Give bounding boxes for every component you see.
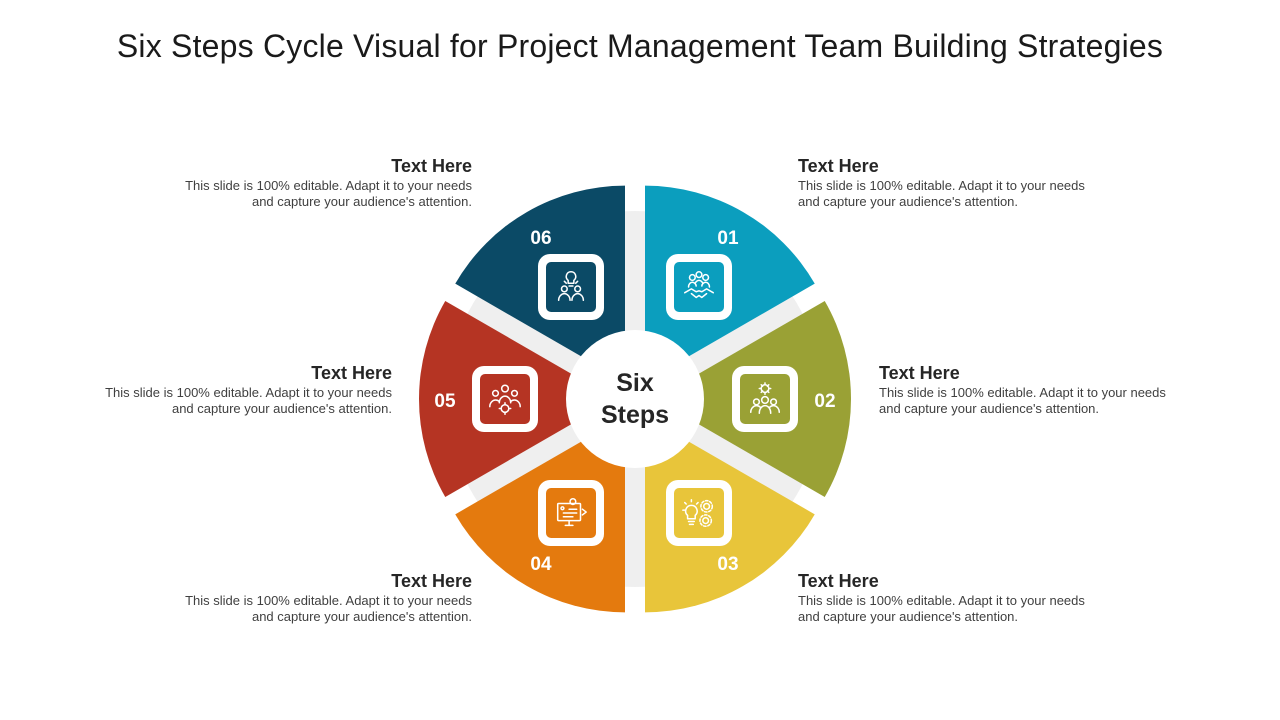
step-03-icon-box	[666, 480, 732, 546]
step-01-icon-box	[666, 254, 732, 320]
step-01-number: 01	[717, 228, 739, 249]
handshake-team-icon	[674, 262, 724, 312]
step-05-body-line1: This slide is 100% editable. Adapt it to…	[105, 385, 392, 400]
step-04-body-line1: This slide is 100% editable. Adapt it to…	[185, 593, 472, 608]
step-03-number: 03	[717, 554, 739, 575]
team-people-icon	[480, 374, 530, 424]
step-02-heading: Text Here	[879, 363, 960, 383]
step-01-body-line2: and capture your audience's attention.	[798, 194, 1019, 209]
step-01-heading: Text Here	[798, 156, 879, 176]
step-04-icon-box	[538, 480, 604, 546]
center-label-line1: Six	[616, 369, 654, 397]
step-04-number: 04	[530, 554, 552, 575]
step-03-body-line1: This slide is 100% editable. Adapt it to…	[798, 593, 1085, 608]
idea-team-icon	[546, 262, 596, 312]
step-02-icon-box	[732, 366, 798, 432]
step-02-number: 02	[814, 391, 836, 412]
step-06-heading: Text Here	[391, 156, 472, 176]
step-06-icon-box	[538, 254, 604, 320]
step-06-description: Text Here This slide is 100% editable. A…	[132, 156, 472, 210]
step-06-number: 06	[530, 228, 552, 249]
step-05-icon-box	[472, 366, 538, 432]
step-04-description: Text Here This slide is 100% editable. A…	[132, 571, 472, 625]
step-03-body-line2: and capture your audience's attention.	[798, 609, 1019, 624]
center-label: Six Steps	[566, 330, 704, 468]
step-05-number: 05	[434, 391, 456, 412]
step-02-body-line2: and capture your audience's attention.	[879, 401, 1100, 416]
idea-gears-icon	[674, 488, 724, 538]
center-circle	[566, 330, 704, 468]
step-05-body-line2: and capture your audience's attention.	[171, 401, 392, 416]
step-05-description: Text Here This slide is 100% editable. A…	[52, 363, 392, 417]
step-03-heading: Text Here	[798, 571, 879, 591]
step-01-description: Text Here This slide is 100% editable. A…	[798, 156, 1138, 210]
presentation-monitor-icon	[546, 488, 596, 538]
step-05-heading: Text Here	[311, 363, 392, 383]
team-gear-icon	[740, 374, 790, 424]
step-03-description: Text Here This slide is 100% editable. A…	[798, 571, 1138, 625]
step-04-body-line2: and capture your audience's attention.	[251, 609, 472, 624]
step-06-body-line2: and capture your audience's attention.	[251, 194, 472, 209]
step-06-body-line1: This slide is 100% editable. Adapt it to…	[185, 178, 472, 193]
step-02-body-line1: This slide is 100% editable. Adapt it to…	[879, 385, 1166, 400]
step-01-body-line1: This slide is 100% editable. Adapt it to…	[798, 178, 1085, 193]
step-02-description: Text Here This slide is 100% editable. A…	[879, 363, 1219, 417]
slide-title: Six Steps Cycle Visual for Project Manag…	[116, 28, 1164, 64]
center-label-line2: Steps	[600, 401, 670, 429]
step-04-heading: Text Here	[391, 571, 472, 591]
